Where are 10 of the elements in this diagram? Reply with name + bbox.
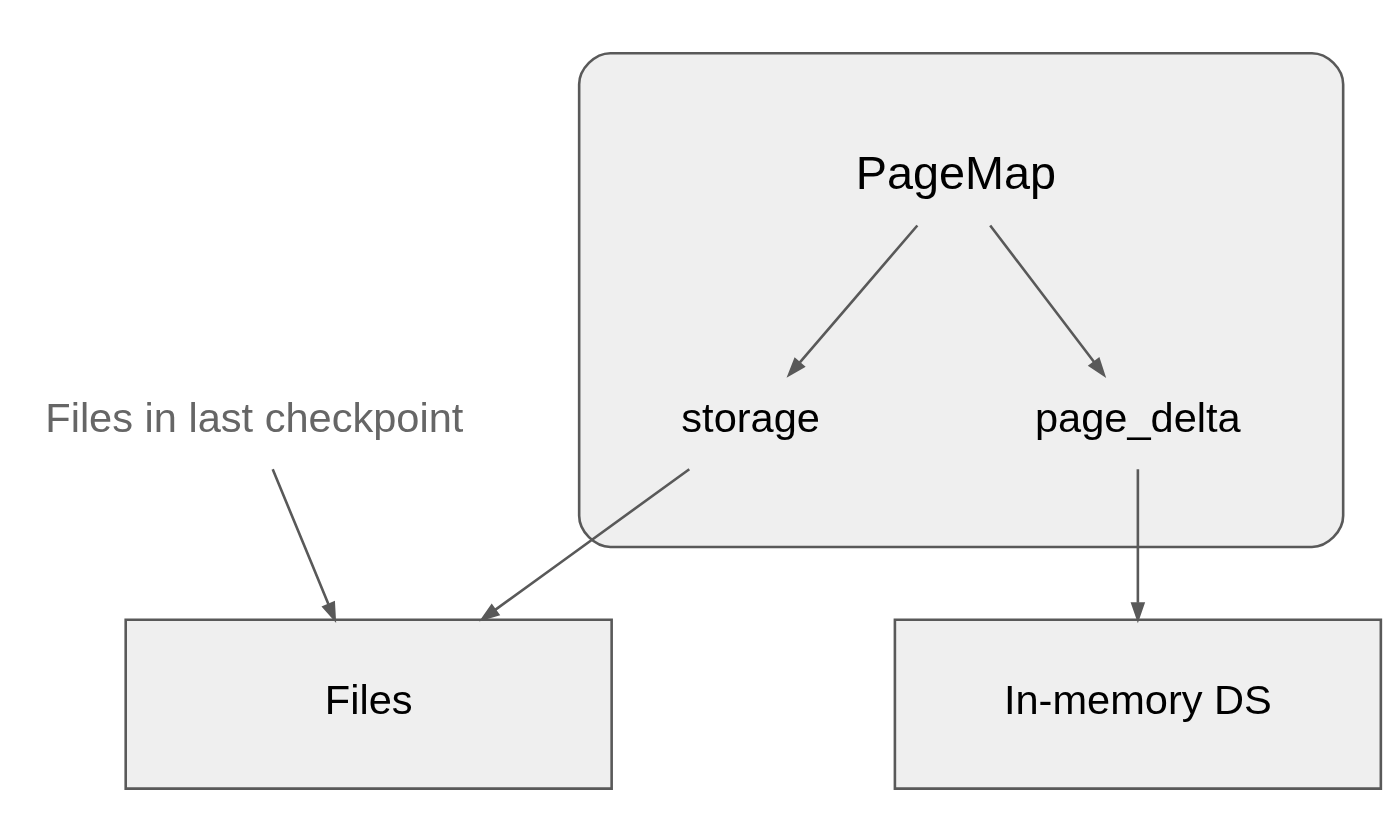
arrow <box>989 224 1107 378</box>
arrow <box>1130 469 1146 624</box>
arrow <box>479 468 691 622</box>
node-text: storage <box>681 394 820 442</box>
node-text: Files in last checkpoint <box>45 394 464 442</box>
arrow <box>786 224 919 378</box>
node-box: Files <box>124 618 613 790</box>
arrow <box>271 468 337 623</box>
node-text: page_delta <box>1035 394 1241 442</box>
node-box: In-memory DS <box>893 618 1383 790</box>
